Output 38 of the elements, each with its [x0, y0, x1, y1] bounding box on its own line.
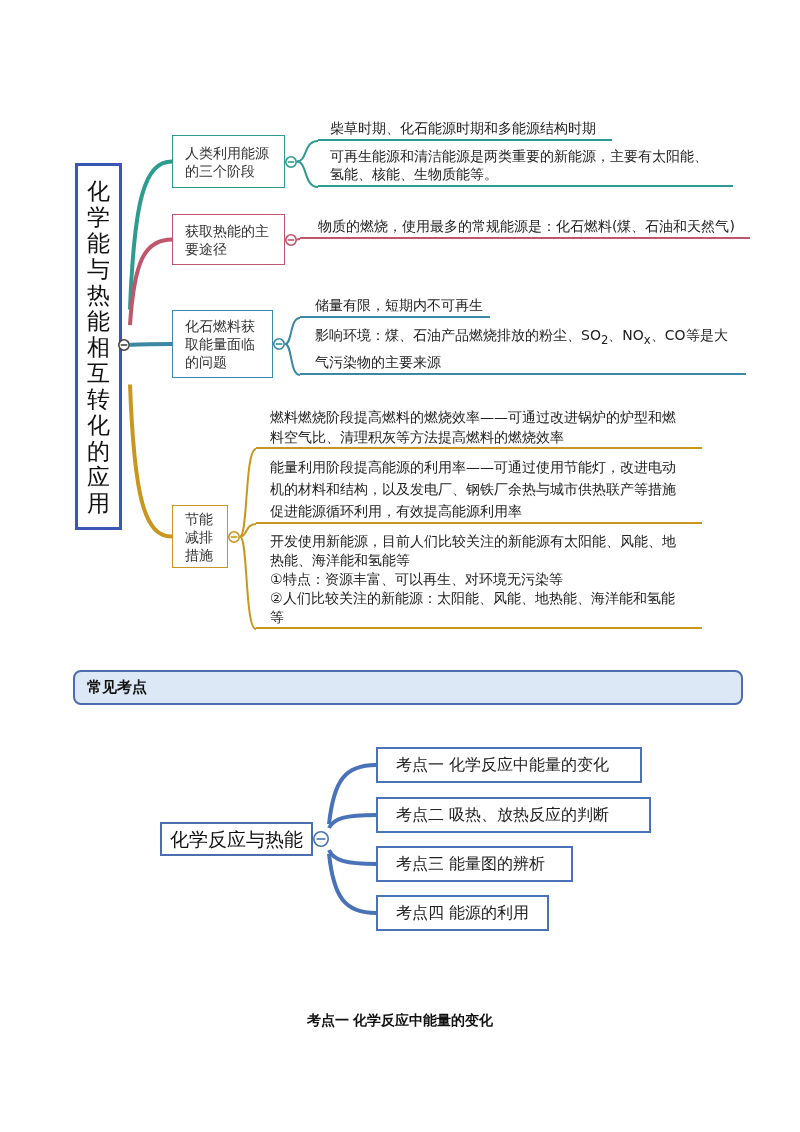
underlined-text: 燃料燃烧阶段提高燃料的燃烧效率——可通过改进锅炉的炉型和燃料空气比、清理积灰等方法提高燃料的燃烧效率 [256, 405, 702, 449]
branch-line [284, 343, 301, 376]
underlined-text: 可再生能源和清洁能源是两类重要的新能源，主要有太阳能、氢能、核能、生物质能等。 [318, 145, 733, 187]
underlined-text: 影响环境：煤、石油产品燃烧排放的粉尘、SO$_{2}$、NO$_{x}$、CO等是大气污染物的主要来源 [300, 322, 746, 375]
topic-box: 化石燃料获取能量面临的问题 [172, 310, 273, 378]
topic-box: 获取热能的主要途径 [172, 214, 285, 265]
subtopic-box: 考点三 能量图的辨析 [376, 846, 573, 882]
topic-box: 化学能与热能相互转化的应用 [75, 163, 122, 530]
underlined-text: 储量有限，短期内不可再生 [300, 294, 490, 318]
underlined-text: 柴草时期、化石能源时期和多能源结构时期 [318, 116, 612, 141]
topic-box: 人类利用能源的三个阶段 [172, 135, 285, 188]
branch-line [128, 159, 173, 310]
section-header: 常见考点 [73, 670, 743, 705]
subtopic-box: 考点二 吸热、放热反应的判断 [376, 797, 651, 833]
branch-line [128, 384, 173, 539]
branch-line [239, 448, 257, 538]
underlined-text: 能量利用阶段提高能源的利用率——可通过使用节能灯，改进电动机的材料和结构，以及发电厂、钢铁厂余热与城市供热联产等措施促进能源循环利用，有效提高能源利用率 [256, 454, 702, 524]
branch-line [327, 849, 377, 866]
topic-box: 节能减排措施 [172, 505, 228, 568]
branch-line [129, 342, 172, 347]
text-paragraph: 开发使用新能源，目前人们比较关注的新能源有太阳能、风能、地热能、海洋能和氢能等 [270, 532, 677, 570]
branch-line [128, 237, 173, 326]
branch-line [327, 763, 377, 825]
section-heading: 考点一 化学反应中能量的变化 [306, 1012, 494, 1030]
subtopic-box: 考点四 能源的利用 [376, 895, 549, 931]
text-paragraph: ②人们比较关注的新能源：太阳能、风能、地热能、海洋能和氢能等 [270, 589, 676, 627]
text-paragraph: ①特点：资源丰富、可以再生、对环境无污染等 [270, 570, 564, 589]
subtopic-box: 考点一 化学反应中能量的变化 [376, 747, 642, 783]
branch-line [284, 317, 301, 345]
branch-line [239, 523, 257, 538]
branch-line [296, 238, 301, 241]
branch-line [239, 535, 257, 630]
underlined-text: 物质的燃烧，使用最多的常规能源是：化石燃料(煤、石油和天然气) [300, 216, 750, 239]
branch-line [296, 160, 319, 188]
branch-line [327, 853, 377, 915]
central-topic-box: 化学反应与热能 [160, 822, 313, 856]
branch-line [296, 140, 319, 163]
branch-line [327, 813, 377, 829]
